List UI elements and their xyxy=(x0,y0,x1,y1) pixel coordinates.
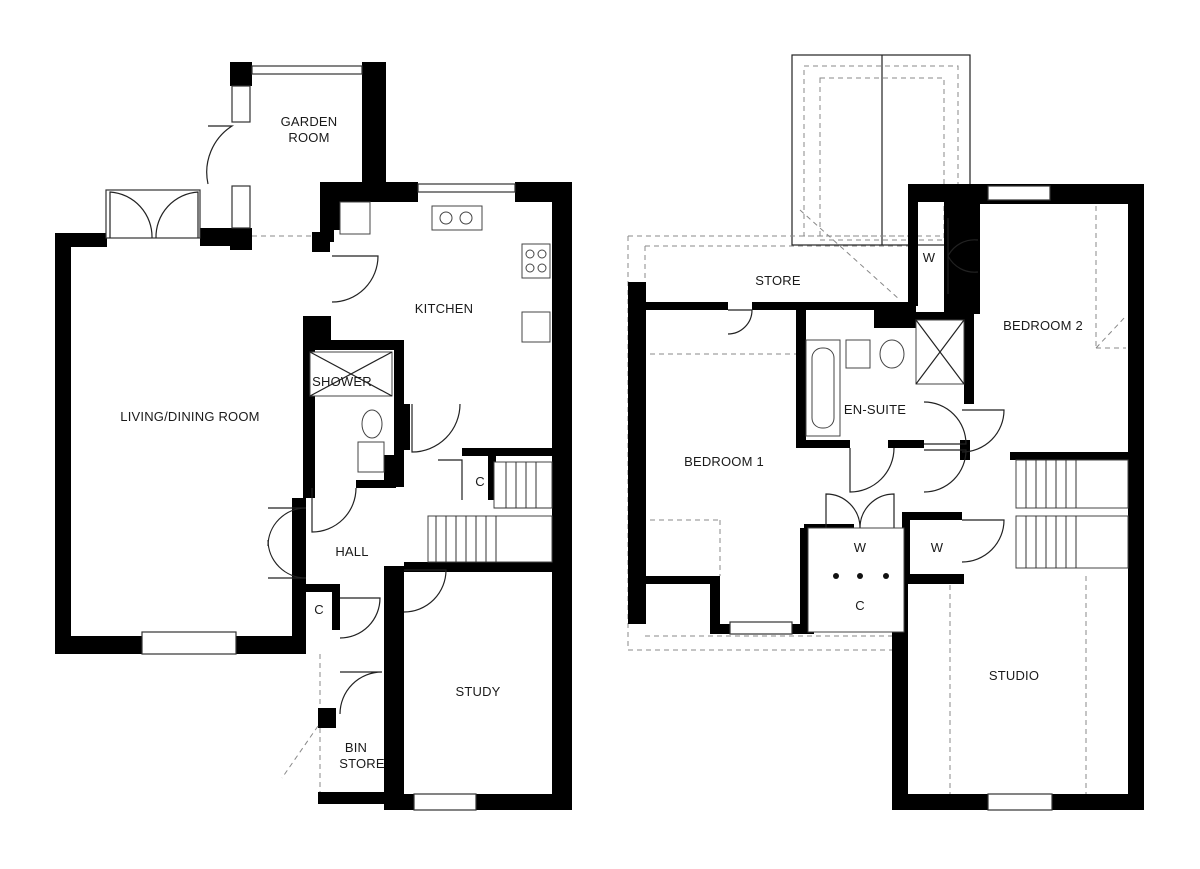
ground-floor-plan: GARDEN ROOM KITCHEN LIVING/DINING ROOM S… xyxy=(55,62,572,811)
roof-outline xyxy=(791,54,971,301)
wardrobe-landing-label: W xyxy=(854,540,867,555)
ground-stairs xyxy=(427,461,553,563)
bin-store-label-line2: STORE xyxy=(339,756,385,771)
fridge-icon xyxy=(521,311,551,343)
ground-fixtures xyxy=(309,201,551,473)
bedroom-2-label: BEDROOM 2 xyxy=(1003,318,1083,333)
bedroom-1-label: BEDROOM 1 xyxy=(684,454,764,469)
stairs-walls xyxy=(462,448,552,500)
cupboard-hall-label: C xyxy=(314,602,324,617)
cupboard-landing-label: C xyxy=(855,598,865,613)
hob-icon xyxy=(521,243,551,279)
basin-icon xyxy=(845,339,871,369)
kitchen-worktop xyxy=(339,201,371,235)
first-fixtures xyxy=(805,319,965,633)
kitchen-label: KITCHEN xyxy=(415,301,473,316)
first-doors xyxy=(727,218,1005,563)
first-floor-plan: STORE W BEDROOM 2 EN-SUITE BEDROOM 1 W W… xyxy=(627,54,1144,811)
toilet-icon xyxy=(361,409,383,439)
en-suite-label: EN-SUITE xyxy=(844,402,906,417)
sink-icon xyxy=(431,205,483,231)
ground-doors xyxy=(109,125,463,779)
bin-store-label-line1: BIN xyxy=(345,740,367,755)
toilet-icon xyxy=(879,339,905,369)
basin-icon xyxy=(357,441,385,473)
ground-windows xyxy=(105,65,516,811)
first-labels: STORE W BEDROOM 2 EN-SUITE BEDROOM 1 W W… xyxy=(684,250,1083,683)
bin-store-walls xyxy=(318,708,388,804)
hall-label: HALL xyxy=(335,544,368,559)
first-stairs xyxy=(1015,459,1129,569)
wardrobe-right-label: W xyxy=(931,540,944,555)
study-label: STUDY xyxy=(455,684,500,699)
kitchen-walls xyxy=(303,182,572,810)
hall-cupboard-walls xyxy=(304,584,340,630)
cupboard-stairs-label: C xyxy=(475,474,485,489)
ground-labels: GARDEN ROOM KITCHEN LIVING/DINING ROOM S… xyxy=(120,114,500,771)
wardrobe-top-label: W xyxy=(923,250,936,265)
garden-room-label-line1: GARDEN xyxy=(281,114,338,129)
living-dining-walls xyxy=(55,228,306,654)
store-label: STORE xyxy=(755,273,801,288)
shower-walls xyxy=(306,340,410,488)
first-windows xyxy=(729,185,1053,811)
studio-label: STUDIO xyxy=(989,668,1039,683)
wardrobe-rail xyxy=(807,527,905,633)
shower-label: SHOWER xyxy=(312,374,372,389)
garden-room-label-line2: ROOM xyxy=(288,130,329,145)
living-dining-room-label: LIVING/DINING ROOM xyxy=(120,409,259,424)
ground-dashed-lines xyxy=(252,235,321,792)
